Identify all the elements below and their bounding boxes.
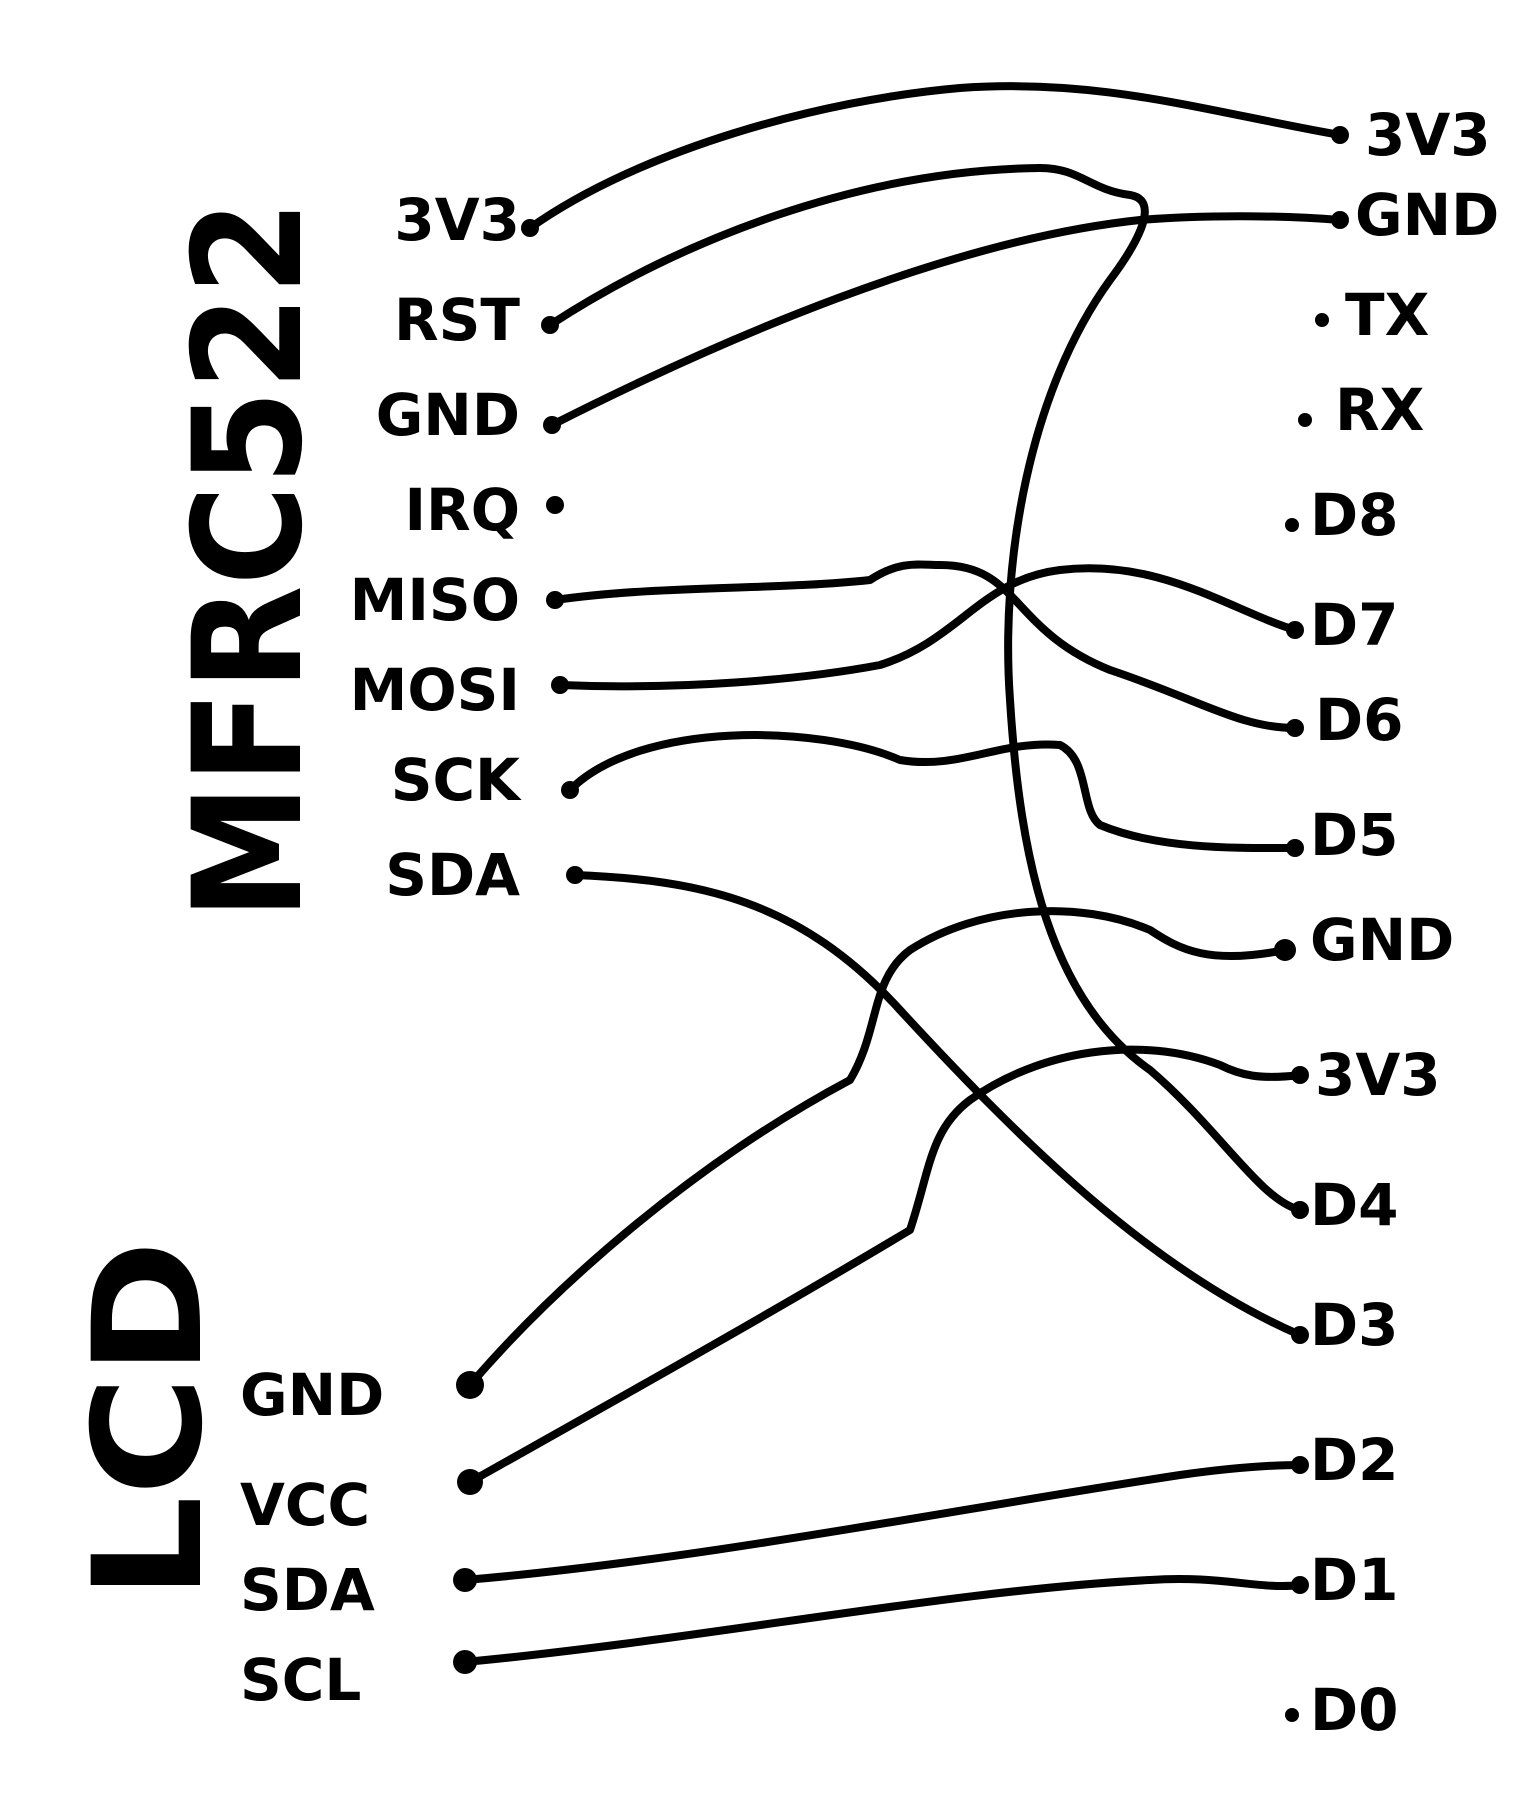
board-pin-tx-dot bbox=[1315, 313, 1329, 327]
board-pin-d0-dot bbox=[1285, 1708, 1299, 1722]
lcd-pin-scl-label: SCL bbox=[240, 1646, 361, 1714]
board-pin-d7-label: D7 bbox=[1310, 591, 1399, 659]
module-b-title: LCD bbox=[62, 1240, 236, 1600]
mfrc-pin-miso-label: MISO bbox=[350, 566, 520, 634]
board-pin-d0-label: D0 bbox=[1310, 1676, 1399, 1744]
board-pin-d1-label: D1 bbox=[1310, 1546, 1399, 1614]
wire-mfrc-rst-to-board-d4 bbox=[546, 164, 1304, 1214]
mfrc-pin-mosi-label: MOSI bbox=[350, 656, 520, 724]
board-pin-d2-label: D2 bbox=[1310, 1426, 1399, 1494]
wire-mfrc-sda-to-board-d3 bbox=[571, 871, 1304, 1339]
board-pin-d8-label: D8 bbox=[1310, 481, 1399, 549]
wire-lcd-gnd-to-board-gnd2 bbox=[466, 907, 1289, 1389]
board-pin-d3-label: D3 bbox=[1310, 1291, 1399, 1359]
module-a-title: MFRC522 bbox=[162, 200, 336, 920]
wire-mfrc-sck-to-board-d5 bbox=[566, 731, 1299, 853]
wire-lcd-vcc-to-board-3v3-2 bbox=[466, 1045, 1304, 1486]
wire-mfrc-gnd-to-board-gnd bbox=[548, 212, 1344, 429]
mfrc-pin-sda-label: SDA bbox=[385, 841, 520, 909]
mfrc-pin-gnd-label: GND bbox=[376, 381, 520, 449]
mfrc-pin-rst-label: RST bbox=[394, 286, 520, 354]
mfrc-pin-sck-label: SCK bbox=[391, 746, 522, 814]
board-pin-d6-label: D6 bbox=[1315, 686, 1404, 754]
wire-mfrc-miso-to-board-d6 bbox=[551, 560, 1299, 732]
wire-lcd-scl-to-board-d1 bbox=[461, 1574, 1304, 1666]
wire-mfrc-3v3-to-board-3v3 bbox=[526, 82, 1344, 232]
board-pin-gnd2-label: GND bbox=[1310, 906, 1454, 974]
board-pin-rx-dot bbox=[1298, 413, 1312, 427]
lcd-pin-gnd-label: GND bbox=[240, 1361, 384, 1429]
mfrc-pin-irq-label: IRQ bbox=[404, 476, 520, 544]
lcd-pin-vcc-label: VCC bbox=[240, 1471, 370, 1539]
board-pin-rx-label: RX bbox=[1335, 376, 1424, 444]
board-pin-3v3-2-label: 3V3 bbox=[1315, 1041, 1441, 1109]
mfrc-pin-3v3-label: 3V3 bbox=[394, 186, 520, 254]
wire-mfrc-mosi-to-board-d7 bbox=[556, 564, 1299, 691]
board-pin-d5-label: D5 bbox=[1310, 801, 1399, 869]
lcd-pin-sda-label: SDA bbox=[240, 1556, 375, 1624]
board-pin-tx-label: TX bbox=[1345, 281, 1429, 349]
wire-lcd-sda-to-board-d2 bbox=[461, 1461, 1304, 1584]
board-pin-d4-label: D4 bbox=[1310, 1171, 1399, 1239]
board-pin-gnd-label: GND bbox=[1355, 181, 1499, 249]
board-pin-d8-dot bbox=[1285, 518, 1299, 532]
board-pin-3v3-label: 3V3 bbox=[1365, 101, 1491, 169]
mfrc-pin-irq-dot bbox=[546, 496, 564, 514]
